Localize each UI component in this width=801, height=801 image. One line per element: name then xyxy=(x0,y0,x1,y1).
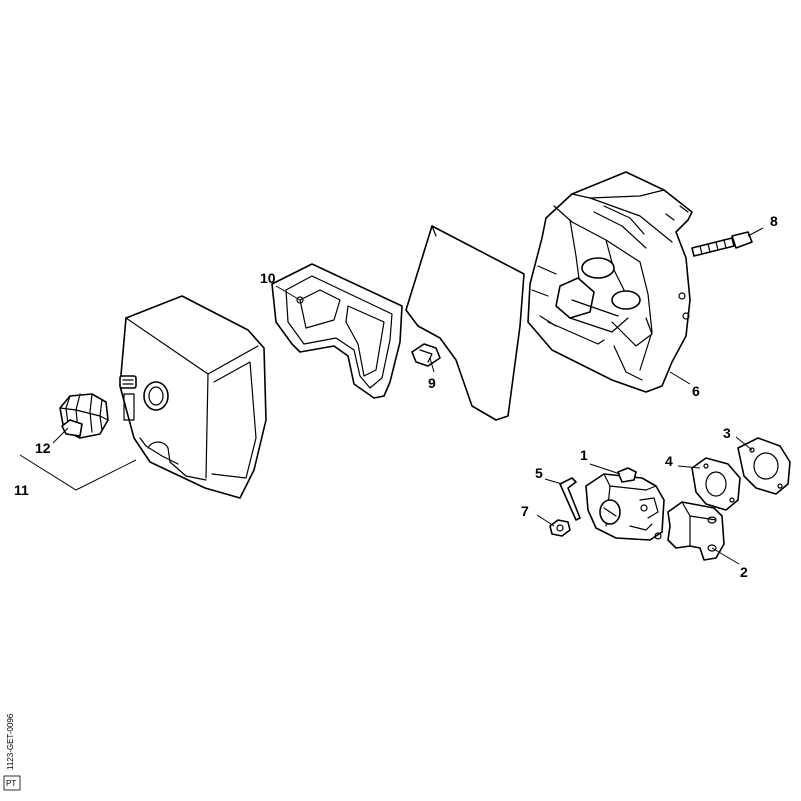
carburetor xyxy=(585,467,665,541)
callout-6: 6 xyxy=(692,383,700,399)
callout-1: 1 xyxy=(580,447,588,463)
nut xyxy=(549,519,571,537)
callout-10: 10 xyxy=(260,270,276,286)
callout-12: 12 xyxy=(35,440,51,456)
intake-elbow xyxy=(667,501,725,561)
bolt-8 xyxy=(691,231,753,257)
cover-knob xyxy=(59,393,109,439)
callout-11: 11 xyxy=(14,482,29,498)
callout-7: 7 xyxy=(521,503,529,519)
callout-4: 4 xyxy=(665,453,673,469)
callout-2: 2 xyxy=(740,564,748,580)
carburetor-housing xyxy=(527,171,693,393)
hex-key xyxy=(559,477,581,521)
callout-labels: 10 9 6 8 1 5 7 2 4 3 12 11 xyxy=(14,213,778,580)
document-code: 1123-GET-0096 PT xyxy=(3,713,21,791)
callout-3: 3 xyxy=(723,425,731,441)
callout-9: 9 xyxy=(428,375,436,391)
gasket-3 xyxy=(737,437,791,495)
screw-9 xyxy=(411,343,441,367)
gasket-4 xyxy=(691,457,741,511)
filter-gasket xyxy=(271,263,403,399)
doc-badge-box xyxy=(3,775,21,791)
doc-badge-text: PT xyxy=(6,779,16,788)
air-filter-cover xyxy=(119,295,267,499)
filter-plate xyxy=(405,225,525,421)
leader-lines xyxy=(19,227,764,565)
doc-code-text: 1123-GET-0096 xyxy=(6,713,15,770)
callout-5: 5 xyxy=(535,465,543,481)
callout-8: 8 xyxy=(770,213,778,229)
